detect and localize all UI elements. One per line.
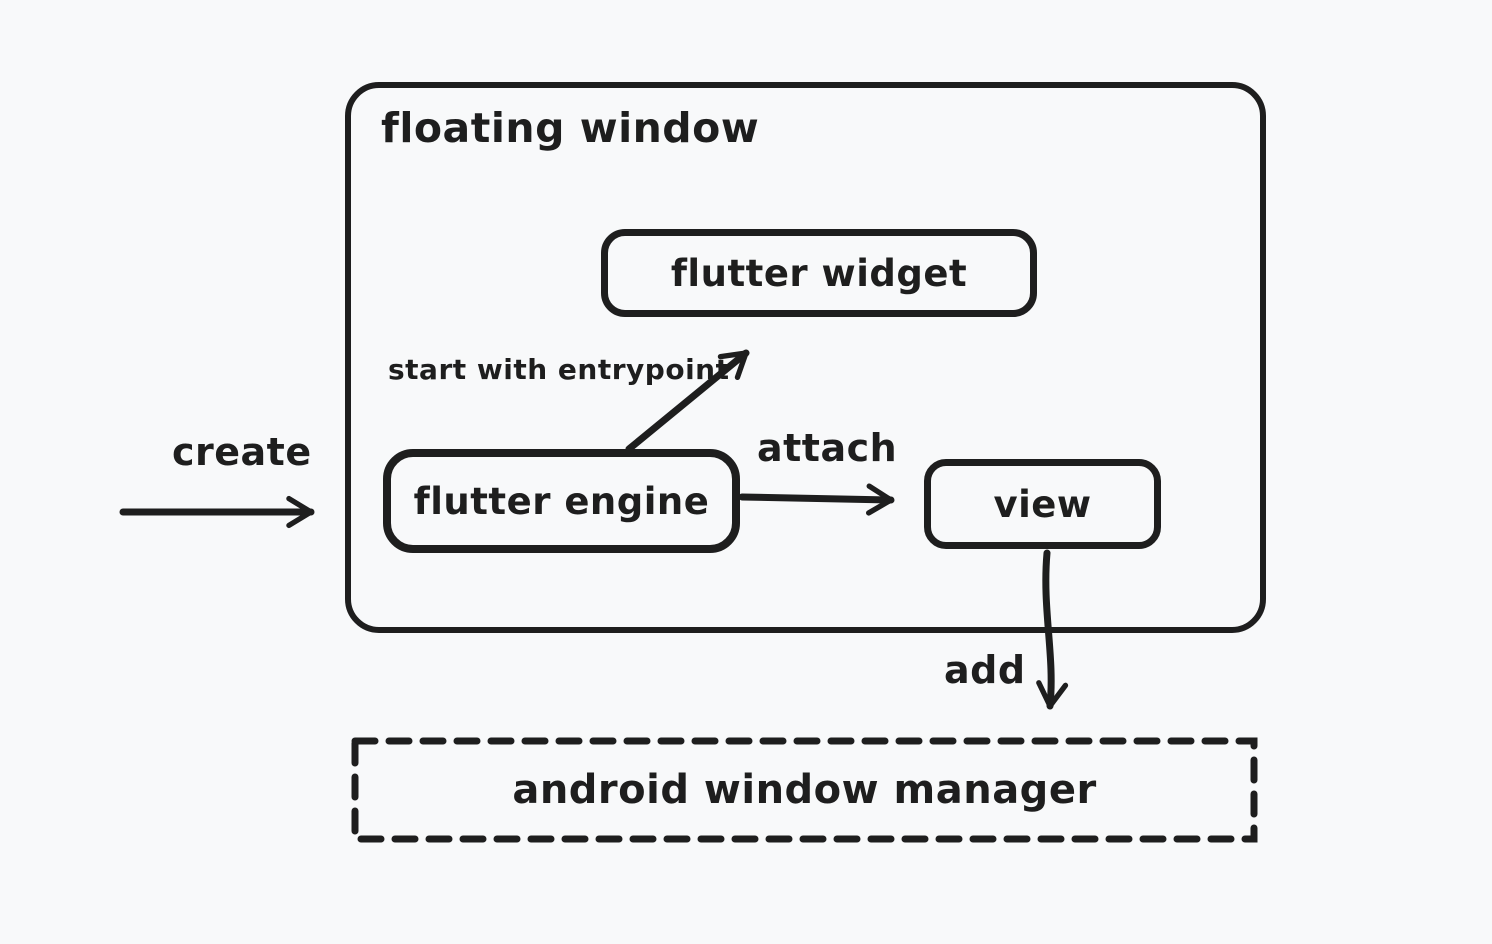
node-flutter-engine: flutter engine — [383, 449, 740, 553]
flutter-engine-label: flutter engine — [413, 479, 710, 523]
node-android-window-manager: android window manager — [352, 738, 1257, 842]
attach-edge-label: attach — [757, 426, 898, 470]
flutter-widget-label: flutter widget — [670, 251, 968, 295]
view-label: view — [993, 482, 1092, 526]
node-flutter-widget: flutter widget — [601, 229, 1037, 317]
node-view: view — [924, 459, 1161, 549]
android-window-manager-label: android window manager — [512, 767, 1097, 813]
add-edge-label: add — [944, 648, 1026, 692]
node-floating-window — [345, 82, 1266, 633]
floating-window-label: floating window — [381, 104, 760, 152]
start-with-entrypoint-edge-label: start with entrypoint — [388, 353, 730, 386]
create-edge-label: create — [172, 430, 312, 474]
